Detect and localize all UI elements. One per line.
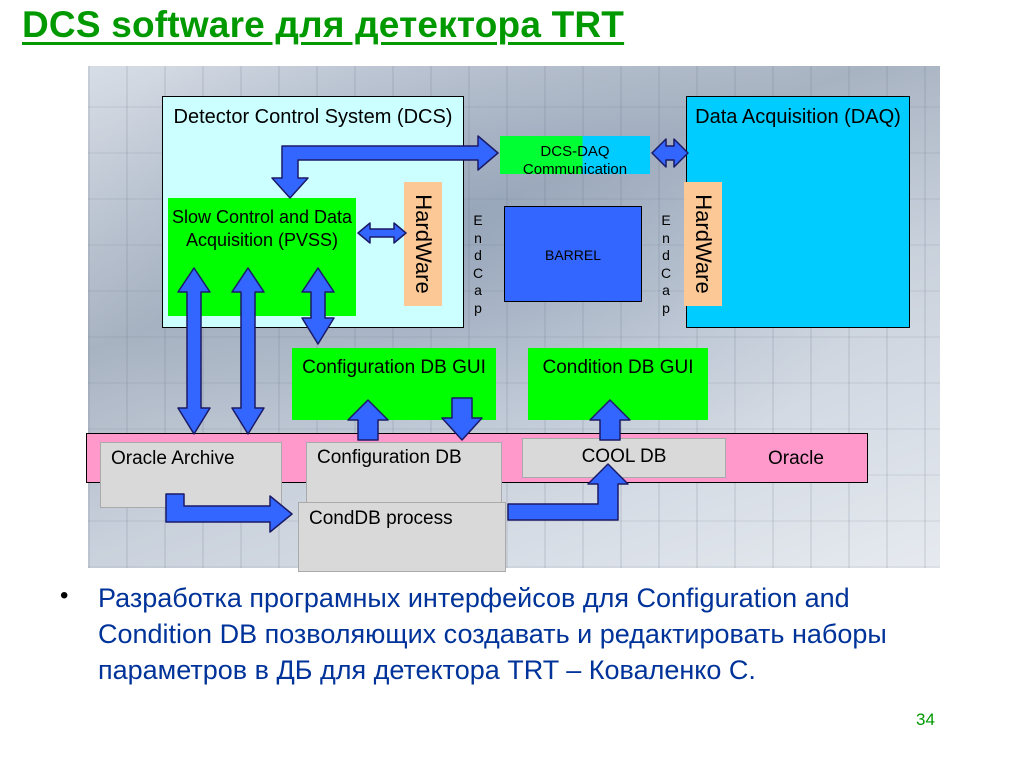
cool-db-label: COOL DB	[581, 446, 667, 467]
endcap-left-letter: E	[473, 212, 483, 228]
endcap-right-letter: a	[662, 282, 670, 298]
endcap-left-letter: C	[472, 264, 484, 281]
pvss-archive-double-arrow-1	[177, 267, 211, 435]
page-number: 34	[916, 710, 935, 729]
daq-box: Data Acquisition (DAQ)	[686, 96, 910, 328]
dcs-to-comm-arrow	[271, 135, 499, 199]
dcs-daq-communication-box: DCS-DAQ Communication	[500, 136, 650, 178]
oracle-archive-box: Oracle Archive	[100, 442, 282, 508]
process-to-cooldb-arrow	[507, 463, 629, 521]
slide-title: DCS software для детектора TRT	[22, 4, 625, 45]
comm-daq-double-arrow	[651, 138, 689, 168]
pvss-configgui-double-arrow	[301, 267, 335, 345]
gui-to-configdb-down-arrow	[441, 397, 483, 441]
endcap-left: E n d C a p	[463, 206, 493, 326]
dcs-label: Detector Control System (DCS)	[173, 106, 453, 128]
pvss-archive-double-arrow-2	[231, 267, 265, 435]
comm-label: DCS-DAQ Communication	[522, 143, 628, 178]
conddb-process-label: CondDB process	[309, 508, 453, 529]
cool-db-box: COOL DB	[522, 438, 726, 478]
hardware-left-box: HardWare	[404, 182, 442, 306]
config-gui-label: Configuration DB GUI	[302, 357, 486, 378]
bullet-text: Разработка програмных интерфейсов для Co…	[98, 583, 887, 685]
endcap-right-letter: d	[662, 247, 670, 263]
endcap-right-letter: C	[660, 264, 672, 281]
endcap-left-letter: d	[474, 247, 482, 263]
config-db-label: Configuration DB	[317, 447, 462, 468]
daq-label: Data Acquisition (DAQ)	[695, 106, 901, 128]
barrel-box: BARREL	[504, 206, 642, 302]
endcap-right: E n d C a p	[651, 206, 681, 326]
condition-gui-label: Condition DB GUI	[542, 357, 694, 378]
cooldb-to-gui-up-arrow	[589, 399, 631, 441]
configuration-db-box: Configuration DB	[306, 442, 502, 504]
bullet-point-icon: •	[60, 582, 69, 609]
hardware-right-box: HardWare	[684, 182, 722, 306]
endcap-left-letter: n	[474, 229, 482, 246]
endcap-right-letter: n	[662, 229, 670, 246]
oracle-label: Oracle	[768, 448, 824, 469]
pvss-label: Slow Control and Data Acquisition (PVSS)	[171, 207, 353, 250]
pvss-hardware-double-arrow	[357, 222, 407, 244]
endcap-left-letter: p	[474, 299, 482, 316]
endcap-left-letter: a	[474, 282, 482, 298]
endcap-right-letter: p	[662, 299, 670, 316]
endcap-right-letter: E	[661, 212, 671, 228]
configdb-to-gui-up-arrow	[347, 399, 389, 441]
oracle-archive-label: Oracle Archive	[111, 448, 235, 469]
conddb-process-box: CondDB process	[298, 502, 506, 572]
archive-to-process-arrow	[165, 493, 293, 533]
barrel-label: BARREL	[545, 247, 602, 263]
